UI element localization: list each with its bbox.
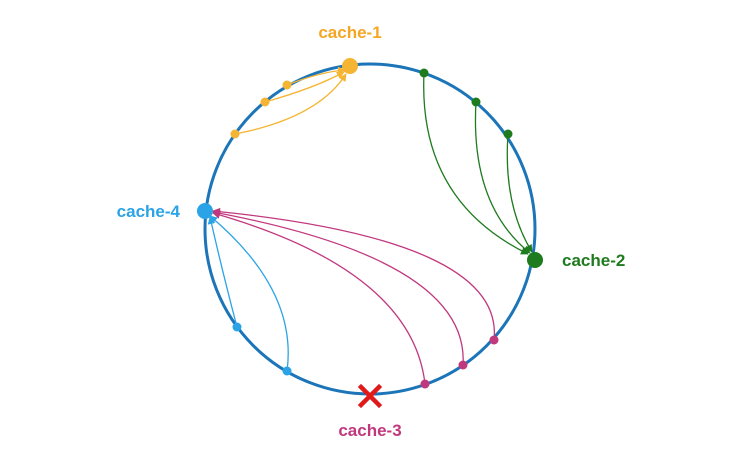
arrows-to-cache-4 [207,215,289,372]
cache-2-node [527,252,543,268]
arrows-cache-3-keys-to-cache-4 [212,207,495,385]
arrow-key-d-to-cache-2 [423,72,529,255]
key-point-orange [282,80,292,90]
arrow-key-g-to-cache-4 [212,211,426,385]
key-point-orange [230,129,240,139]
cache-1-label: cache-1 [318,23,381,42]
cache-4-node [197,203,213,219]
key-point-green [503,129,513,139]
hash-ring [203,62,537,396]
key-points [230,68,513,389]
key-point-pink [420,379,430,389]
key-point-pink [458,360,468,370]
arrow-key-e-to-cache-2 [474,101,531,254]
arrow-key-a-to-cache-1 [286,66,346,86]
arrow-key-j-to-cache-4 [207,216,238,328]
key-point-pink [489,335,499,345]
cache-3-label: cache-3 [338,421,401,440]
key-point-green [419,68,429,78]
arrow-key-i-to-cache-4 [212,207,495,341]
key-point-blue [282,366,292,376]
arrow-key-c-to-cache-1 [234,73,347,135]
cache-4-label: cache-4 [117,202,181,221]
key-point-orange [260,97,270,107]
arrows-to-cache-1 [234,66,347,135]
cache-1-node [342,58,358,74]
arrows-to-cache-2 [423,72,533,255]
arrow-key-b-to-cache-1 [264,71,345,103]
arrow-key-h-to-cache-4 [212,209,464,366]
arrow-key-f-to-cache-2 [506,133,533,253]
cache-3-failed-x-icon [357,383,383,409]
key-point-green [471,97,481,107]
cache-2-label: cache-2 [562,251,625,270]
key-point-blue [232,322,242,332]
arrow-key-k-to-cache-4 [209,215,289,372]
